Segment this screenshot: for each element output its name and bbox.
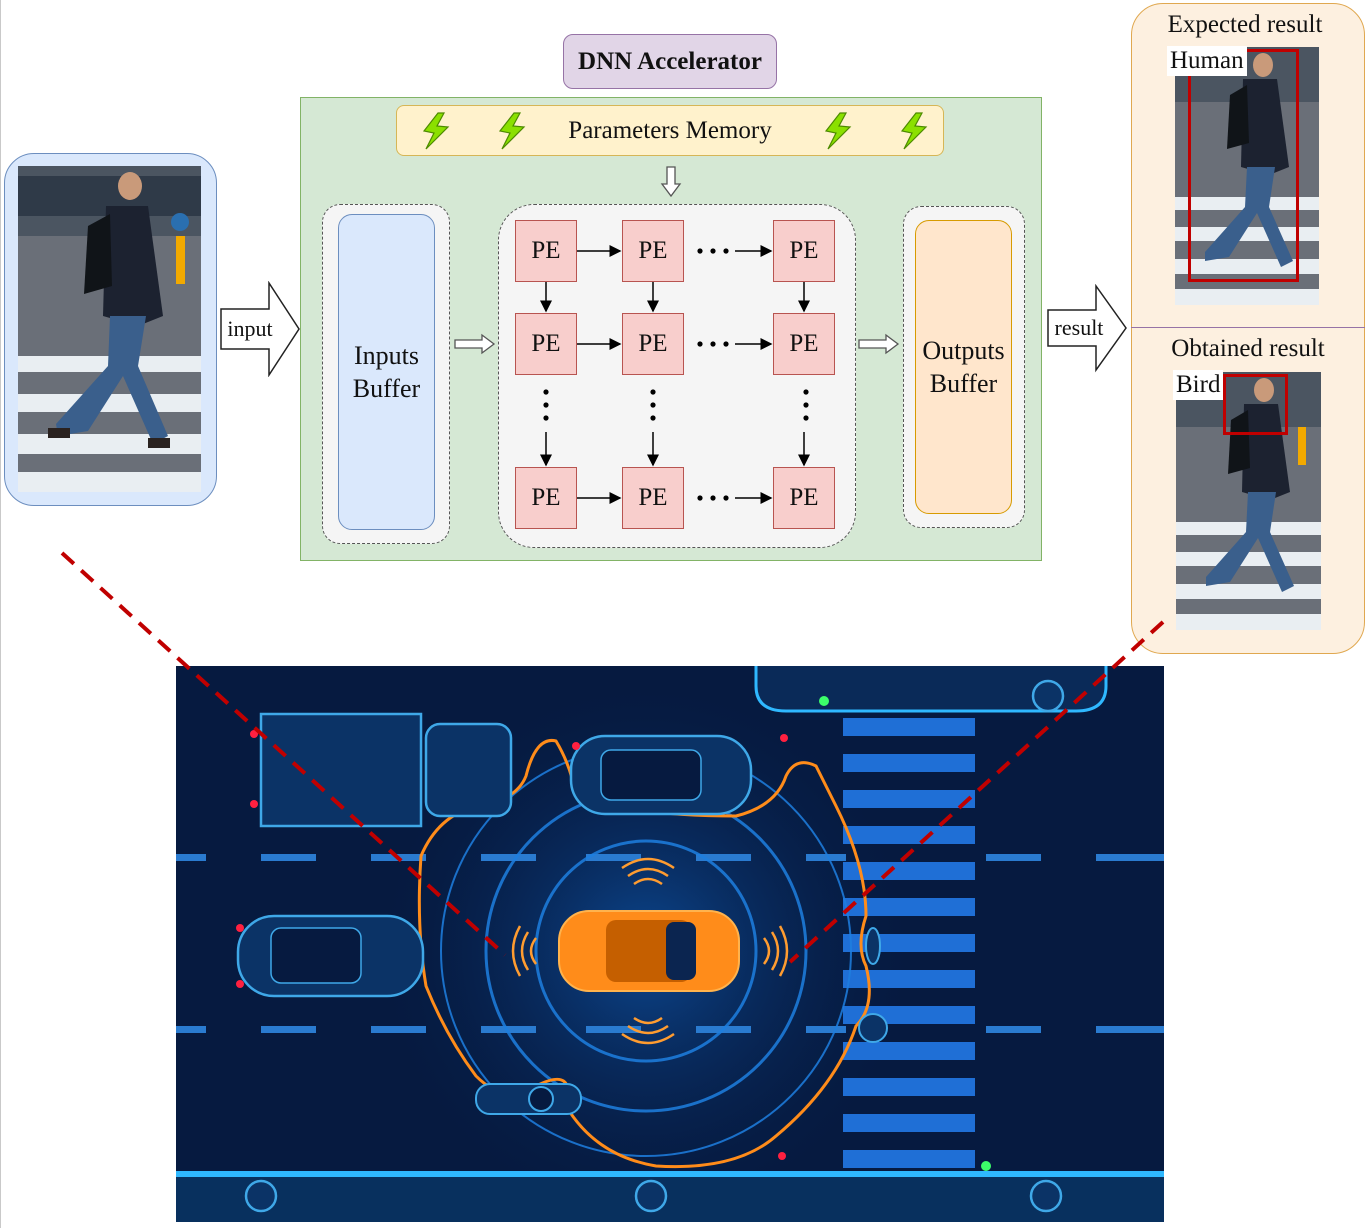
input-arrow-icon bbox=[220, 281, 300, 377]
pedestrian-photo-input bbox=[18, 166, 201, 492]
input-arrow-label: input bbox=[227, 316, 273, 341]
expected-label: Human bbox=[1167, 46, 1247, 76]
lightning-icon bbox=[824, 112, 852, 150]
expected-bounding-box bbox=[1188, 49, 1299, 282]
pe-connections bbox=[540, 245, 810, 504]
pe-r1-c2: PE bbox=[622, 220, 684, 282]
pe-r3-c1: PE bbox=[515, 467, 577, 529]
inputs-buffer-label-line2: Buffer bbox=[352, 374, 421, 403]
frame-edge bbox=[0, 0, 1, 1228]
parameters-memory-label: Parameters Memory bbox=[568, 116, 772, 144]
pedestrian-photo-obtained bbox=[1176, 372, 1321, 630]
obtained-result-title: Obtained result bbox=[1171, 335, 1325, 362]
lightning-icon bbox=[498, 112, 526, 150]
pe-r3-c3: PE bbox=[773, 467, 835, 529]
accelerator-title: DNN Accelerator bbox=[563, 34, 777, 89]
pedestrian-photo-expected bbox=[1175, 47, 1319, 305]
right-block-arrow-icon bbox=[454, 333, 496, 355]
result-arrow-icon bbox=[1047, 284, 1127, 373]
outputs-buffer: Outputs Buffer bbox=[915, 220, 1012, 514]
inputs-buffer: Inputs Buffer bbox=[338, 214, 435, 530]
pe-r2-c1: PE bbox=[515, 313, 577, 375]
parameters-memory: Parameters Memory bbox=[396, 105, 944, 156]
down-block-arrow-icon bbox=[660, 166, 682, 198]
outputs-buffer-label-line1: Outputs bbox=[922, 336, 1005, 365]
result-arrow-label: result bbox=[1054, 315, 1104, 340]
pe-r3-c2: PE bbox=[622, 467, 684, 529]
outputs-buffer-label-line2: Buffer bbox=[929, 369, 998, 398]
pe-r1-c3: PE bbox=[773, 220, 835, 282]
lightning-icon bbox=[422, 112, 450, 150]
right-block-arrow-icon bbox=[858, 333, 900, 355]
accelerator-title-text: DNN Accelerator bbox=[578, 47, 762, 75]
results-divider bbox=[1131, 327, 1365, 328]
inputs-buffer-label-line1: Inputs bbox=[354, 341, 419, 370]
expected-result-title: Expected result bbox=[1167, 11, 1323, 38]
autonomous-driving-scene bbox=[176, 666, 1164, 1222]
lightning-icon bbox=[900, 112, 928, 150]
pe-r2-c3: PE bbox=[773, 313, 835, 375]
pe-r1-c1: PE bbox=[515, 220, 577, 282]
pe-r2-c2: PE bbox=[622, 313, 684, 375]
obtained-label: Bird bbox=[1173, 370, 1224, 400]
obtained-bounding-box bbox=[1223, 374, 1288, 435]
